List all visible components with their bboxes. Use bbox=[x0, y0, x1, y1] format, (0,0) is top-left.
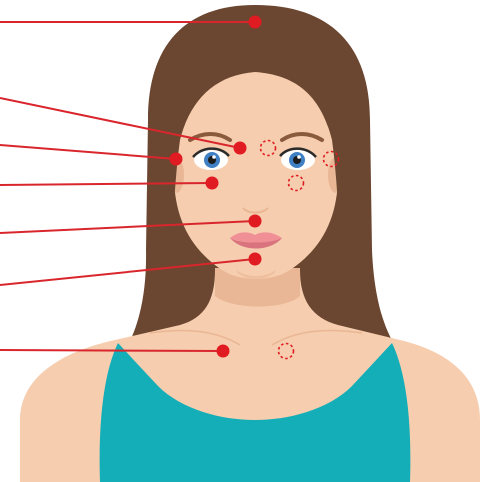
pressure-point-brow-center bbox=[234, 142, 247, 155]
pressure-point-collarbone-notch bbox=[217, 345, 230, 358]
pressure-point-under-eye bbox=[206, 177, 219, 190]
pressure-point-eye-inner-corner bbox=[170, 153, 183, 166]
pressure-point-under-nose bbox=[249, 215, 262, 228]
pressure-point-scalp bbox=[249, 16, 262, 29]
pressure-point-chin bbox=[249, 253, 262, 266]
pointer-line-collarbone-notch bbox=[0, 350, 223, 351]
